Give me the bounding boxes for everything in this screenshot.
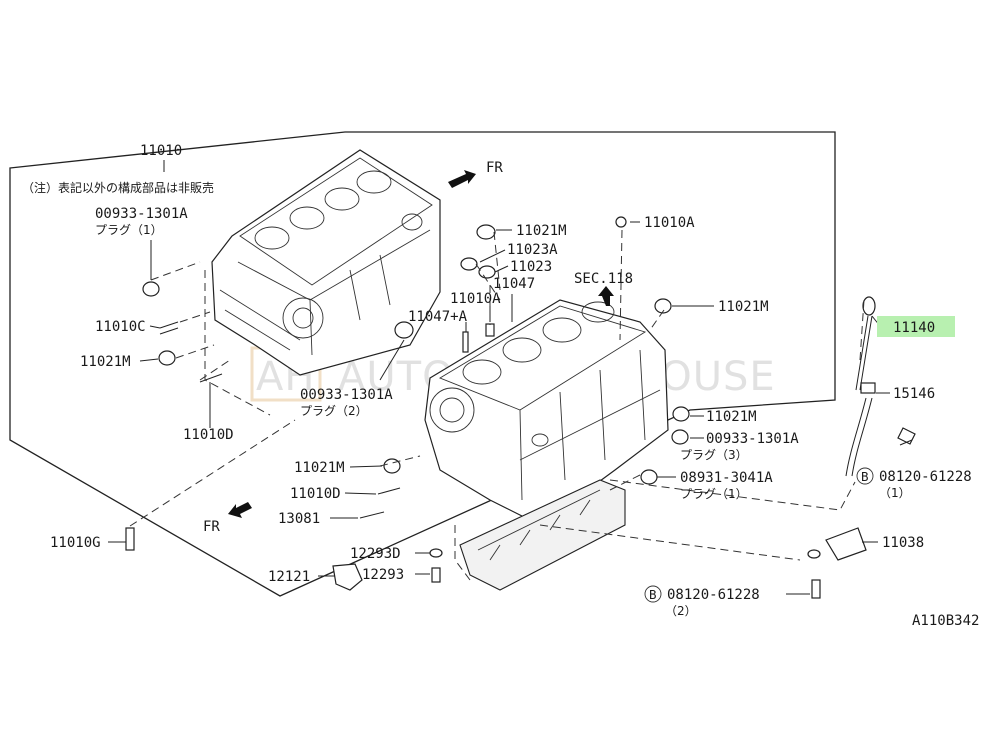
label-00933-1301a-3[interactable]: 00933-1301A [706, 431, 799, 447]
label-plug-1: プラグ（1） [95, 223, 163, 237]
label-11021m-a[interactable]: 11021M [80, 354, 131, 370]
direction-arrows [228, 170, 614, 518]
part-labels: 11010 00933-1301A プラグ（1） 11010C 11021M 1… [50, 143, 979, 629]
bolt-marker-b-a-text: B [861, 469, 869, 484]
bolt-marker-b-b-text: B [649, 587, 657, 602]
label-qty-2: （2） [665, 604, 697, 618]
label-fr-top: FR [486, 160, 503, 176]
label-15146[interactable]: 15146 [893, 386, 935, 402]
label-13081[interactable]: 13081 [278, 511, 320, 527]
label-08931-3041a[interactable]: 08931-3041A [680, 470, 773, 486]
label-sec118[interactable]: SEC.118 [574, 271, 633, 287]
label-08120-61228-a[interactable]: 08120-61228 [879, 469, 972, 485]
lower-crankcase [459, 479, 626, 591]
label-11021m-c[interactable]: 11021M [718, 299, 769, 315]
label-12293d[interactable]: 12293D [350, 546, 401, 562]
label-11047a[interactable]: 11047+A [408, 309, 468, 325]
label-08120-61228-b[interactable]: 08120-61228 [667, 587, 760, 603]
highlight-11140 [877, 316, 955, 337]
label-qty-1: （1） [879, 486, 911, 500]
label-11010a-b[interactable]: 11010A [644, 215, 695, 231]
label-fr-bottom: FR [203, 519, 220, 535]
label-plug-3: プラグ（3） [680, 448, 748, 462]
label-11010d-b[interactable]: 11010D [290, 486, 341, 502]
label-11021m-d[interactable]: 11021M [706, 409, 757, 425]
diagram-id: A110B342 [912, 613, 979, 629]
dashed-guides [129, 229, 865, 581]
label-11010[interactable]: 11010 [140, 143, 182, 159]
label-11010a-a[interactable]: 11010A [450, 291, 501, 307]
label-11023[interactable]: 11023 [510, 259, 552, 275]
label-11010g[interactable]: 11010G [50, 535, 101, 551]
label-00933-1301a-1[interactable]: 00933-1301A [95, 206, 188, 222]
bolt-marker-b-a [856, 467, 874, 485]
label-11010c[interactable]: 11010C [95, 319, 146, 335]
label-00933-1301a-2[interactable]: 00933-1301A [300, 387, 393, 403]
label-11038[interactable]: 11038 [882, 535, 924, 551]
label-12121[interactable]: 12121 [268, 569, 310, 585]
bolt-marker-b-b [644, 585, 662, 603]
label-11023a[interactable]: 11023A [507, 242, 558, 258]
label-11010d[interactable]: 11010D [183, 427, 234, 443]
note-not-sold: （注）表記以外の構成部品は非販売 [22, 180, 214, 195]
label-11140[interactable]: 11140 [893, 320, 935, 336]
label-12293[interactable]: 12293 [362, 567, 404, 583]
label-11047[interactable]: 11047 [493, 276, 535, 292]
assembly-frame [9, 131, 836, 597]
label-plug-1b: プラグ（1） [680, 487, 748, 501]
label-11021m-b[interactable]: 11021M [516, 223, 567, 239]
cylinder-block-front-view [424, 299, 669, 526]
label-plug-2: プラグ（2） [300, 404, 368, 418]
small-parts [125, 216, 916, 599]
leader-lines [108, 160, 913, 595]
oil-level-gauge [845, 296, 876, 477]
label-11021m-e[interactable]: 11021M [294, 460, 345, 476]
cylinder-block-rear-view [211, 149, 441, 376]
